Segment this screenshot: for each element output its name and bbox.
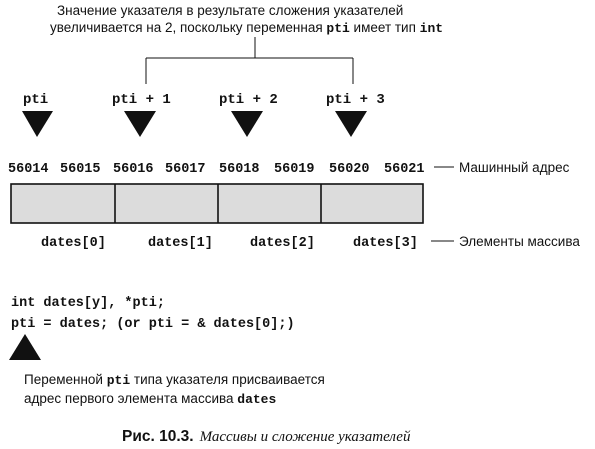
pointer-arrow-0 [22,111,53,137]
pointer-arrow-2 [231,111,263,137]
pointer-increment-bracket [145,37,354,84]
pointer-arrow-3 [335,111,367,137]
element-label-0: dates[0] [41,236,106,251]
address-6: 56020 [329,162,370,177]
address-2: 56016 [113,162,154,177]
figure-caption: Рис. 10.3.Массивы и сложение указателей [122,428,411,445]
bottom-note-line1: Переменной pti типа указателя присваивае… [24,372,325,388]
code-line2: pti = dates; (or pti = & dates[0];) [11,317,295,332]
address-3: 56017 [165,162,206,177]
element-label-3: dates[3] [353,236,418,251]
address-5: 56019 [274,162,315,177]
code-line1: int dates[y], *pti; [11,296,165,311]
address-7: 56021 [384,162,425,177]
top-note-line2: увеличивается на 2, поскольку переменная… [50,20,443,36]
element-label-1: dates[1] [148,236,213,251]
address-label: Машинный адрес [459,160,570,175]
pointer-label-2: pti + 2 [219,92,278,108]
element-label-2: dates[2] [250,236,315,251]
pointer-label-3: pti + 3 [326,92,385,108]
elements-label: Элементы массива [459,234,580,249]
assignment-arrow [9,334,41,360]
pointer-label-0: pti [23,92,48,108]
pointer-arrow-1 [124,111,156,137]
array-memory-block [10,183,424,224]
top-note-line1: Значение указателя в результате сложения… [57,3,403,18]
address-1: 56015 [60,162,101,177]
address-0: 56014 [8,162,49,177]
bottom-note-line2: адрес первого элемента массива dates [24,391,276,407]
pointer-label-1: pti + 1 [112,92,171,108]
address-4: 56018 [219,162,260,177]
